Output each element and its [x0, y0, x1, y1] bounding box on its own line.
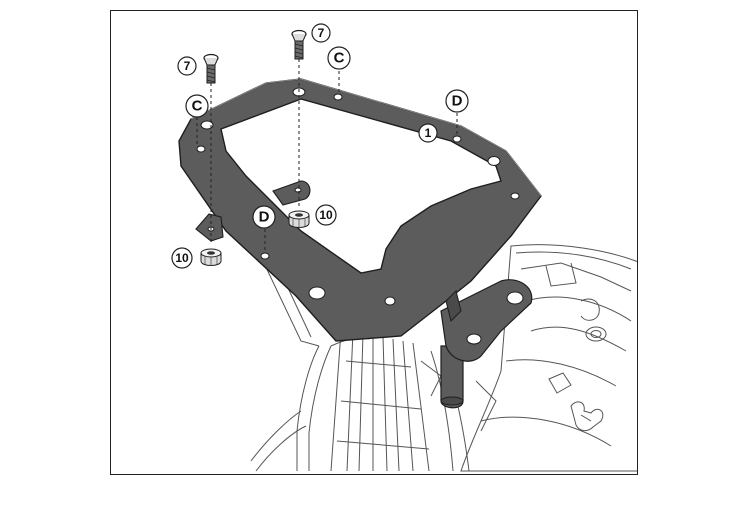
callout-c-right: C: [327, 46, 351, 70]
callout-c-left: C: [185, 94, 209, 118]
callout-nut-left: 10: [171, 247, 193, 269]
screw-right: [291, 29, 307, 60]
mounting-bracket: [440, 279, 533, 409]
assembly-lines: [196, 59, 458, 253]
rack-plate: [178, 78, 542, 342]
callout-screw-right: 7: [311, 23, 331, 43]
motorcycle-background: [250, 244, 637, 472]
spacer-brackets: [195, 180, 311, 242]
rack-holes: [196, 87, 520, 306]
callout-screw-left: 7: [177, 56, 197, 76]
callout-c-right-label: C: [334, 50, 345, 67]
screw-left: [203, 53, 219, 84]
callout-rack-label: 1: [425, 126, 432, 140]
callout-d-mid-label: D: [259, 209, 270, 226]
assembly-diagram: 7 7 C C D D 1 10 10: [171, 23, 637, 472]
callout-d-mid: D: [252, 205, 276, 229]
callout-screw-right-label: 7: [318, 26, 325, 40]
callout-nut-right-label: 10: [319, 208, 333, 222]
nut-left: [200, 248, 222, 266]
nut-right: [288, 210, 310, 228]
callout-d-top: D: [445, 89, 469, 113]
callout-nut-left-label: 10: [175, 251, 189, 265]
spacer-bracket-right: [272, 180, 311, 206]
callout-nut-right: 10: [315, 204, 337, 226]
callout-c-left-label: C: [192, 98, 203, 115]
callout-rack: 1: [418, 123, 438, 143]
diagram-frame: 7 7 C C D D 1 10 10: [110, 10, 638, 475]
callout-screw-left-label: 7: [184, 59, 191, 73]
callout-d-top-label: D: [452, 93, 463, 110]
